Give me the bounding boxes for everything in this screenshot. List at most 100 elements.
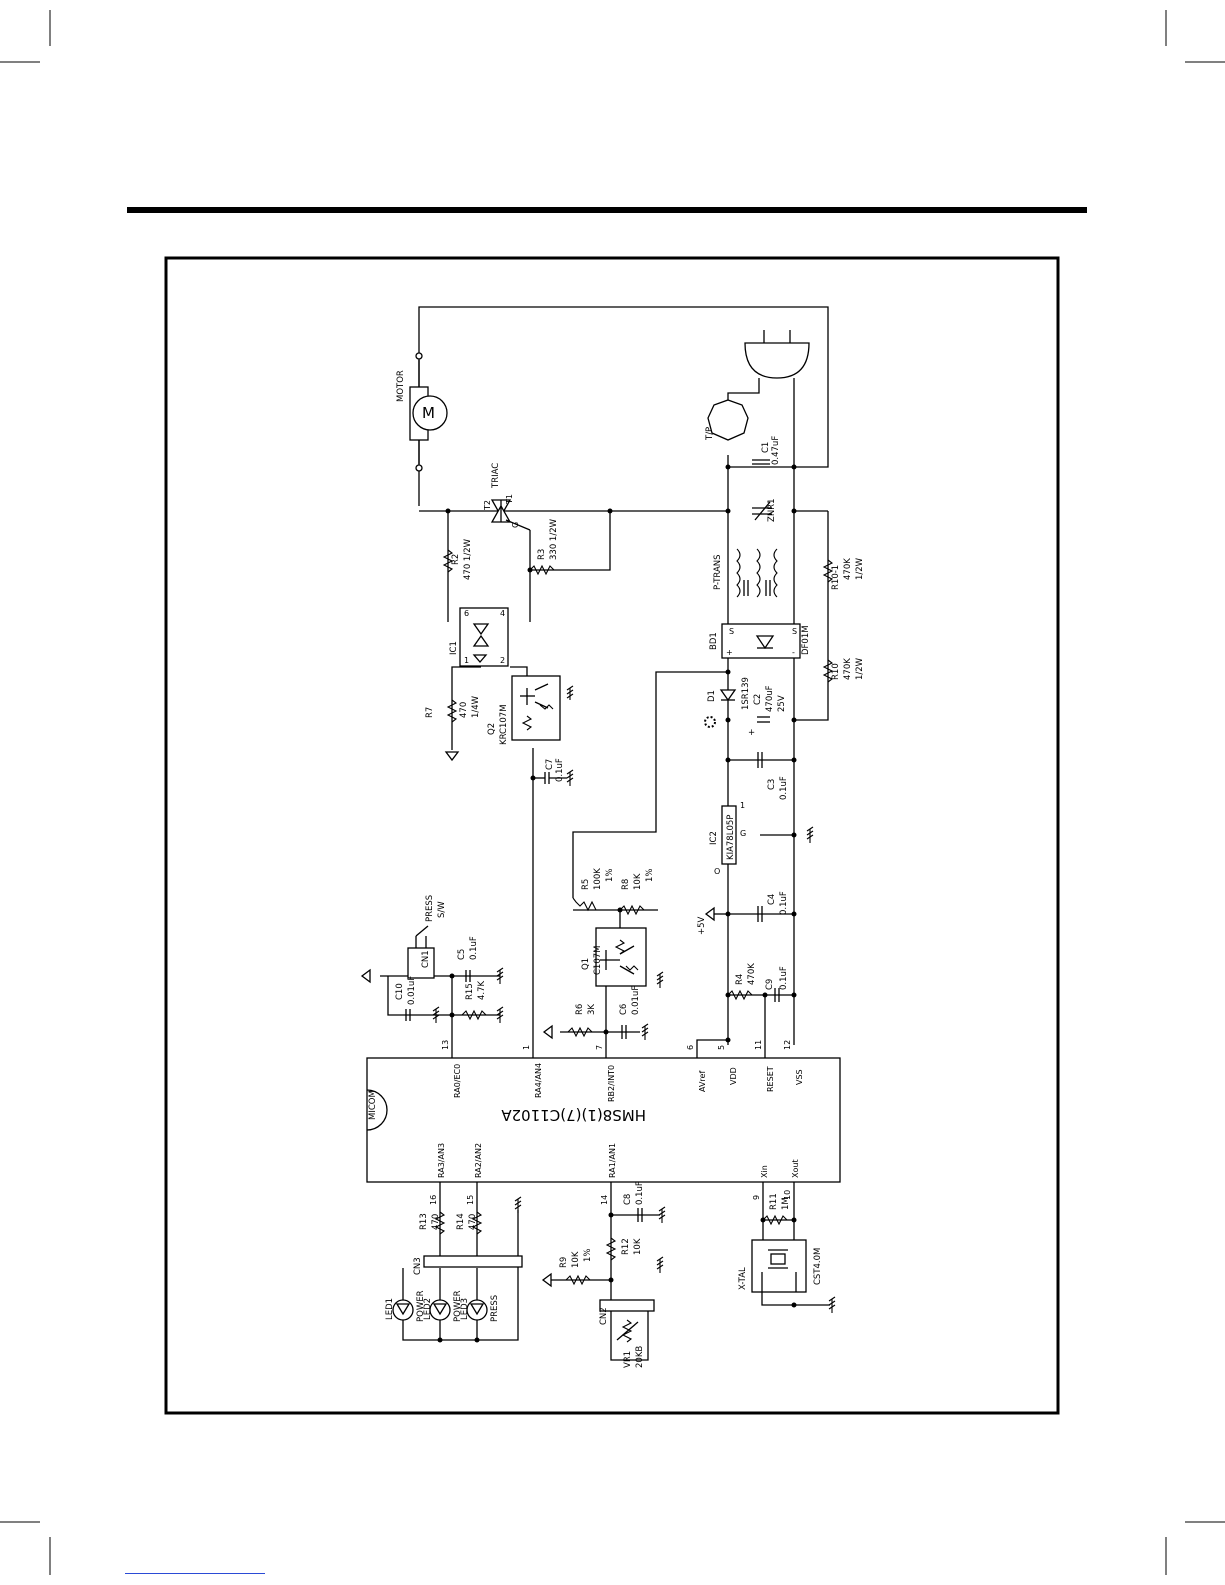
- cn2: CN2: [599, 1299, 655, 1325]
- svg-text:ZNR1: ZNR1: [767, 499, 777, 523]
- svg-text:S: S: [729, 627, 734, 636]
- svg-text:R6: R6: [575, 1004, 585, 1015]
- svg-text:Xin: Xin: [760, 1165, 769, 1178]
- svg-text:KIA78L05P: KIA78L05P: [726, 815, 736, 860]
- svg-text:0.1uF: 0.1uF: [779, 776, 789, 800]
- c6: C6 0.01uF: [619, 986, 641, 1039]
- svg-text:VR1: VR1: [623, 1351, 633, 1368]
- q1: Q1 C107M: [581, 927, 647, 987]
- power-transformer: P-TRANS: [713, 548, 778, 598]
- micom-label: MICOM: [368, 1090, 378, 1120]
- triac-label: TRIAC: [491, 463, 501, 489]
- motor: M MOTOR: [396, 352, 448, 472]
- svg-text:10K: 10K: [633, 1238, 643, 1255]
- svg-text:0.01uF: 0.01uF: [407, 976, 417, 1005]
- vcc-arrow-press: [360, 968, 371, 984]
- vcc-5v: +5V: [697, 906, 715, 935]
- junctions: [437, 464, 797, 1343]
- svg-text:CN3: CN3: [413, 1257, 423, 1275]
- znr1: ZNR1: [752, 499, 777, 523]
- r10: R10 470K 1/2W: [822, 657, 865, 683]
- svg-text:VSS: VSS: [795, 1069, 804, 1085]
- svg-text:1/2W: 1/2W: [855, 657, 865, 680]
- r2: R2 470 1/2W: [442, 538, 473, 580]
- svg-text:10K: 10K: [571, 1251, 581, 1268]
- svg-text:S/W: S/W: [437, 901, 447, 918]
- svg-text:RA0/EC0: RA0/EC0: [453, 1064, 462, 1098]
- r3: R3 330 1/2W: [529, 518, 559, 576]
- press-switch: PRESS S/W CN1: [407, 895, 447, 979]
- r13: R13 470: [419, 1211, 446, 1235]
- svg-text:9: 9: [752, 1195, 761, 1200]
- svg-text:PRESS: PRESS: [425, 895, 435, 922]
- svg-text:C10: C10: [395, 983, 405, 1000]
- svg-text:T2: T2: [483, 500, 492, 511]
- svg-text:+: +: [726, 648, 733, 657]
- svg-text:CST4.0M: CST4.0M: [813, 1248, 823, 1285]
- svg-text:LED3: LED3: [460, 1298, 470, 1320]
- svg-text:0.1uF: 0.1uF: [555, 758, 565, 782]
- svg-text:-: -: [792, 648, 795, 657]
- svg-text:CN2: CN2: [599, 1307, 609, 1325]
- motor-label: MOTOR: [396, 370, 406, 402]
- svg-text:R4: R4: [735, 974, 745, 985]
- svg-text:7: 7: [595, 1045, 604, 1050]
- micom-ic: MICOM HMS8(1)(7)C1102A 13 RA0/EC0 1 RA4/…: [366, 1040, 841, 1205]
- svg-text:Xout: Xout: [791, 1159, 800, 1178]
- svg-text:6: 6: [686, 1045, 695, 1050]
- svg-text:R5: R5: [581, 879, 591, 890]
- svg-text:0.1uF: 0.1uF: [469, 936, 479, 960]
- svg-text:1SR139: 1SR139: [741, 677, 751, 710]
- svg-text:0.01uF: 0.01uF: [631, 986, 641, 1015]
- frame: [164, 256, 1060, 1415]
- svg-text:C3: C3: [767, 779, 777, 790]
- svg-text:BD1: BD1: [709, 632, 719, 650]
- c3: C3 0.1uF: [757, 752, 789, 800]
- svg-text:G: G: [511, 522, 520, 528]
- svg-text:R11: R11: [769, 1193, 779, 1210]
- svg-text:R9: R9: [559, 1257, 569, 1268]
- svg-text:R13: R13: [419, 1213, 429, 1230]
- r11: R11 1M: [762, 1193, 791, 1226]
- svg-text:12: 12: [783, 1040, 792, 1050]
- svg-text:0.1uF: 0.1uF: [779, 966, 789, 990]
- svg-text:C6: C6: [619, 1004, 629, 1015]
- c10: C10 0.01uF: [395, 976, 417, 1021]
- svg-text:C5: C5: [457, 949, 467, 960]
- svg-text:R7: R7: [425, 707, 435, 718]
- svg-text:T1: T1: [505, 494, 514, 505]
- led3: LED3 PRESS: [460, 1295, 500, 1322]
- svg-text:330 1/2W: 330 1/2W: [549, 518, 559, 560]
- svg-text:6: 6: [464, 609, 469, 618]
- svg-text:1%: 1%: [645, 869, 655, 883]
- c8: C8 0.1uF: [623, 1181, 645, 1222]
- svg-text:0.1uF: 0.1uF: [779, 891, 789, 915]
- svg-text:470: 470: [468, 1214, 478, 1230]
- svg-text:DF01M: DF01M: [801, 625, 811, 655]
- svg-text:RA1/AN1: RA1/AN1: [608, 1143, 617, 1178]
- svg-text:470: 470: [459, 702, 469, 718]
- svg-text:G: G: [740, 829, 746, 838]
- svg-text:470: 470: [431, 1214, 441, 1230]
- thermal-protector: T/P: [705, 399, 749, 441]
- svg-text:25V: 25V: [777, 695, 787, 712]
- svg-text:1%: 1%: [583, 1249, 593, 1263]
- r4: R4 470K: [727, 963, 757, 1001]
- svg-text:14: 14: [600, 1195, 609, 1205]
- svg-text:RA2/AN2: RA2/AN2: [474, 1143, 483, 1178]
- footer-link-underline[interactable]: [125, 1573, 265, 1574]
- svg-text:2: 2: [500, 656, 505, 665]
- svg-text:+5V: +5V: [697, 916, 707, 935]
- r9: R9 10K 1%: [541, 1249, 593, 1288]
- vr1: VR1 20KB: [610, 1311, 649, 1368]
- q2: Q2 KRC107M: [487, 675, 561, 745]
- svg-text:RB2/INT0: RB2/INT0: [607, 1065, 616, 1102]
- svg-text:+: +: [748, 728, 755, 738]
- svg-text:4: 4: [500, 609, 505, 618]
- crystal: X-TAL CST4.0M: [738, 1239, 823, 1306]
- svg-text:C2: C2: [753, 694, 763, 705]
- svg-text:POWER: POWER: [453, 1290, 463, 1322]
- svg-text:R3: R3: [537, 549, 547, 560]
- r12: R12 10K: [605, 1237, 643, 1261]
- svg-text:X-TAL: X-TAL: [738, 1267, 748, 1290]
